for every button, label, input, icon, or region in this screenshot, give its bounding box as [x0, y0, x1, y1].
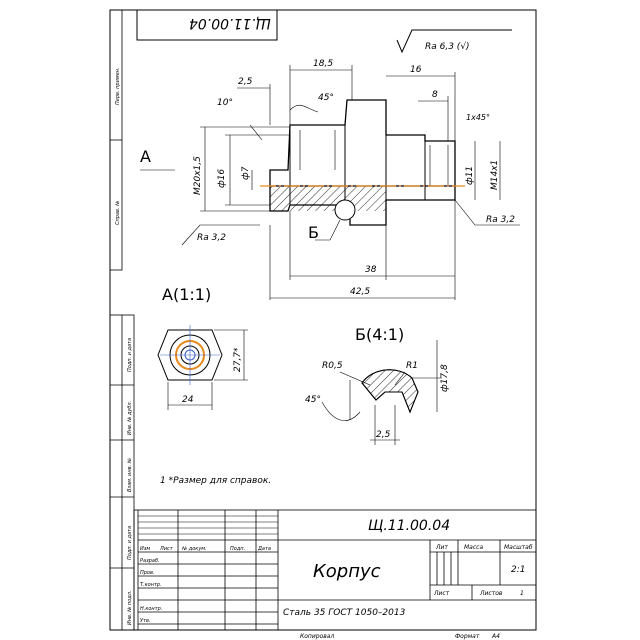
dim-10deg: 10°: [217, 98, 233, 108]
tb-kopiroval: Копировал: [300, 633, 334, 640]
main-view: [269, 99, 456, 226]
strip-podp1: Подп. и дата: [127, 338, 133, 372]
view-b-title: Б(4:1): [355, 325, 404, 344]
dim-phi7: ф7: [241, 166, 251, 180]
dim-2-5: 2,5: [238, 77, 253, 87]
tb-prov: Пров.: [140, 570, 155, 576]
left-strip: [109, 9, 135, 631]
tb-h-massa: Масса: [464, 544, 483, 551]
tb-scale: 2:1: [511, 565, 525, 575]
dim-chamfer: 1х45°: [466, 113, 490, 122]
view-b-25: 2,5: [376, 430, 391, 440]
view-a-dim-27: 27,7*: [233, 347, 243, 372]
view-b-detail: [321, 340, 442, 445]
view-a-arrow-label: А: [140, 147, 151, 166]
dim-38: 38: [365, 265, 377, 275]
view-b-r1: R1: [406, 361, 418, 371]
tb-tkontr: Т.контр.: [140, 582, 162, 588]
strip-perv: Перв. примен.: [115, 67, 121, 105]
tb-row-izm: Изм: [140, 546, 150, 552]
strip-vzam: Взам. инв. №: [127, 458, 133, 492]
strip-inv-dubl: Инв. № дубл.: [127, 401, 133, 435]
hatch-lower-body: [270, 186, 386, 211]
tb-h-lit: Лит: [435, 544, 448, 551]
tb-material: Сталь 35 ГОСТ 1050–2013: [283, 608, 406, 618]
strip-inv-podl: Инв. № подл.: [127, 591, 133, 626]
view-a-dim-24: 24: [182, 395, 194, 405]
section-b-circle: [334, 199, 356, 221]
dim-m20: M20х1,5: [193, 156, 203, 195]
tb-format-val: А4: [491, 633, 500, 640]
tb-code: Щ.11.00.04: [368, 518, 450, 534]
dim-18-5: 18,5: [313, 59, 333, 69]
tb-list: Лист: [433, 590, 450, 597]
tb-format: Формат: [455, 633, 480, 640]
dim-phi11: ф11: [465, 166, 475, 185]
section-b-label: Б: [308, 223, 319, 242]
view-b-phi17: ф17,8: [440, 364, 450, 392]
view-b-r05: R0,5: [322, 361, 343, 371]
strip-sprav: Справ. №: [115, 201, 121, 225]
view-a-hex: [157, 325, 248, 410]
roughness-general: Ra 6,3 (√): [396, 29, 512, 54]
tb-nkontr: Н.контр.: [140, 606, 162, 612]
roughness-outer: Ra 3,2: [197, 233, 226, 243]
tb-row-data: Дата: [257, 546, 271, 552]
top-stamp-code: Щ.11.00.04: [189, 15, 271, 31]
tb-listov: Листов: [479, 590, 503, 597]
tb-name: Корпус: [313, 561, 381, 582]
roughness-thread: Ra 3,2: [486, 215, 515, 225]
sheet-frame: [109, 9, 537, 631]
svg-text:Ra 6,3 (√): Ra 6,3 (√): [425, 41, 470, 52]
dim-m14: M14х1: [490, 160, 500, 190]
strip-podp2: Подп. и дата: [127, 526, 133, 560]
title-block: [133, 509, 537, 631]
tb-row-list: Лист: [159, 546, 174, 552]
tb-utv: Утв.: [140, 618, 151, 624]
tb-row-ndok: № докум.: [181, 546, 207, 552]
tb-listov-val: 1: [520, 590, 524, 597]
dim-42-5: 42,5: [350, 287, 370, 297]
view-a-title: А(1:1): [162, 285, 211, 304]
dim-8: 8: [432, 90, 438, 100]
dim-phi16: ф16: [217, 169, 227, 188]
tb-razrab: Разраб.: [140, 558, 160, 564]
note-reference: 1 *Размер для справок.: [160, 476, 271, 486]
tb-h-masshtab: Масштаб: [504, 544, 533, 551]
dim-45deg: 45°: [318, 93, 334, 103]
view-b-45: 45°: [305, 395, 321, 405]
tb-row-podp: Подп.: [230, 546, 245, 552]
main-dimensions: [140, 65, 520, 300]
top-stamp-box: [136, 9, 278, 41]
dim-16: 16: [410, 65, 422, 75]
